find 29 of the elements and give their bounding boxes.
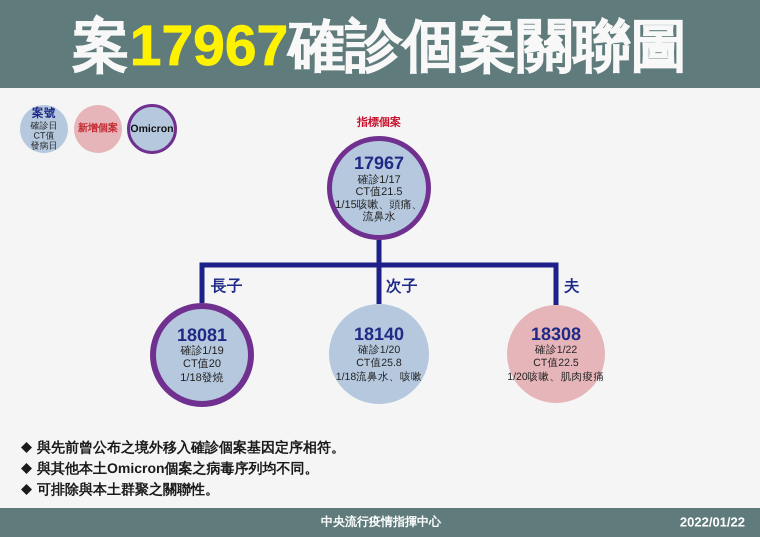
case-number: 18081 (176, 324, 228, 345)
case-number: 18140 (354, 324, 404, 344)
case-detail: 確診1/17 (357, 174, 401, 186)
case-detail: 確診1/20 (358, 344, 400, 358)
case-detail: 確診1/22 (534, 344, 578, 358)
case-detail: CT值25.8 (356, 357, 402, 371)
legend-label: Omicron (130, 123, 174, 135)
case-detail: 1/18流鼻水、咳嗽 (336, 370, 422, 384)
edge-label: 夫 (563, 278, 581, 296)
note-text: 與先前曾公布之境外移入確診個案基因定序相符。 (37, 438, 345, 456)
case-detail: 1/15咳嗽、頭痛、流鼻水 (334, 198, 424, 224)
case-detail: 1/20咳嗽、肌肉痠痛 (507, 370, 605, 384)
case-caption: 指標個案 (357, 116, 401, 130)
case-detail: 1/18發燒 (180, 372, 224, 386)
case-detail: CT值21.5 (355, 186, 403, 198)
title: 案17967確診個案關聯圖 (72, 17, 688, 75)
footer-text: 中央流行疫情指揮中心 (321, 514, 441, 530)
edge-label: 長子 (210, 278, 244, 296)
legend-label: 新增個案 (78, 123, 118, 135)
case-number: 18308 (530, 324, 582, 344)
legend-label: 案號確診日CT值發病日 (30, 108, 58, 150)
edge-label: 次子 (385, 278, 419, 296)
date-text: 2022/01/22 (680, 514, 745, 530)
note-text: 與其他本土Omicron個案之病毒序列均不同。 (37, 459, 319, 477)
case-detail: CT值20 (183, 358, 221, 372)
case-detail: 確診1/19 (180, 344, 224, 358)
case-detail: CT值22.5 (533, 357, 579, 371)
note-text: 可排除與本土群聚之關聯性。 (37, 480, 219, 498)
case-number: 17967 (354, 152, 404, 174)
